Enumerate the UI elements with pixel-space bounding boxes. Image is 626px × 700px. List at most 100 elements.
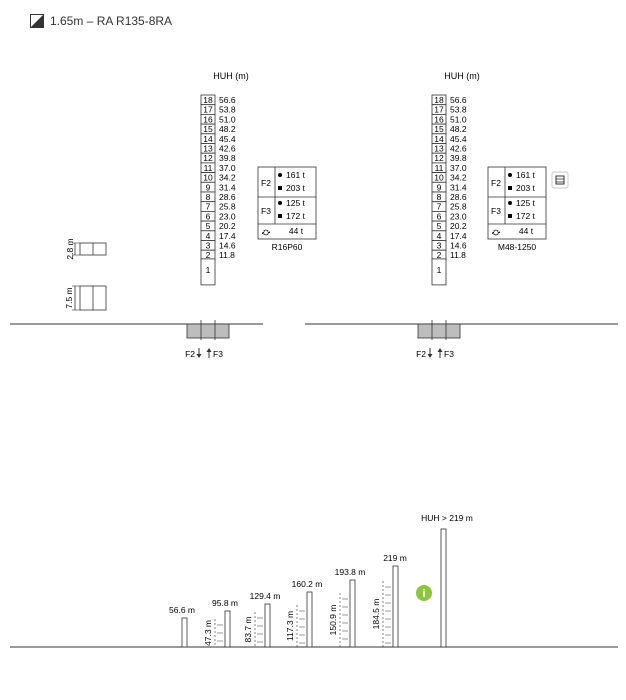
right-level-number: 3 <box>437 241 442 251</box>
left-level-number: 6 <box>206 211 211 221</box>
right-level-number: 7 <box>437 202 442 212</box>
right-huh-label: HUH (m) <box>444 71 480 81</box>
right-square-icon <box>508 186 512 190</box>
left-level-height: 31.4 <box>219 182 236 192</box>
right-level-number: 16 <box>434 114 444 124</box>
left-level-height: 23.0 <box>219 211 236 221</box>
right-level-height: 48.2 <box>450 124 467 134</box>
right-level-height: 20.2 <box>450 221 467 231</box>
left-load-f2-label: F2 <box>261 178 271 188</box>
right-foundation <box>417 323 461 339</box>
right-load-f2-dot: 161 t <box>516 170 536 180</box>
left-square-icon <box>278 214 282 218</box>
left-foundation <box>186 323 230 339</box>
left-dot-icon <box>278 201 282 205</box>
max-height-label: HUH > 219 m <box>421 513 473 523</box>
expand-icon[interactable] <box>551 171 569 189</box>
right-level-number: 9 <box>437 182 442 192</box>
crane-diagonal-icon <box>30 14 44 28</box>
stage-top-label: 193.8 m <box>335 567 366 577</box>
left-force-f2: F2 <box>185 349 195 359</box>
left-arrow-down-head <box>196 354 202 358</box>
left-level-height: 51.0 <box>219 114 236 124</box>
right-arrow-down-head <box>427 354 433 358</box>
dim-lower: 7.5 m <box>64 287 74 308</box>
right-level-height: 25.8 <box>450 202 467 212</box>
right-level-height: 42.6 <box>450 144 467 154</box>
right-load-rot: 44 t <box>519 226 534 236</box>
left-level-height: 11.8 <box>219 250 235 260</box>
left-level-number: 18 <box>203 95 213 105</box>
right-level-height: 17.4 <box>450 231 467 241</box>
stage-top-label: 160.2 m <box>292 579 323 589</box>
left-level-height: 34.2 <box>219 173 236 183</box>
right-level-box-base <box>431 258 447 286</box>
right-force-f2: F2 <box>416 349 426 359</box>
stage-bar <box>224 610 231 648</box>
page-header: 1.65m – RA R135-8RA <box>30 14 172 28</box>
section-dimensions: 2.8 m 7.5 m <box>64 238 107 311</box>
info-icon[interactable]: i <box>416 585 432 601</box>
right-level-number: 8 <box>437 192 442 202</box>
left-load-f2-dot: 161 t <box>286 170 306 180</box>
right-square-icon <box>508 214 512 218</box>
left-level-number: 2 <box>206 250 211 260</box>
left-force-f3: F3 <box>213 349 223 359</box>
left-level-height: 42.6 <box>219 144 236 154</box>
right-level-height: 11.8 <box>450 250 466 260</box>
left-level-number: 14 <box>203 134 213 144</box>
left-level-number: 13 <box>203 144 213 154</box>
right-level-number: 5 <box>437 221 442 231</box>
left-level-number: 17 <box>203 105 213 115</box>
left-level-box-base <box>200 258 216 286</box>
left-level-height: 45.4 <box>219 134 236 144</box>
span-label: 117.3 m <box>285 611 295 641</box>
left-level-number: 8 <box>206 192 211 202</box>
left-load-f3-dot: 125 t <box>286 198 306 208</box>
left-level-number: 5 <box>206 221 211 231</box>
right-rotation-icon: ⛮ <box>492 228 501 237</box>
left-load-f3-label: F3 <box>261 206 271 216</box>
right-level-number: 6 <box>437 211 442 221</box>
right-level-height: 23.0 <box>450 211 467 221</box>
left-level-height: 25.8 <box>219 202 236 212</box>
right-level-height: 28.6 <box>450 192 467 202</box>
left-level-number: 4 <box>206 231 211 241</box>
right-dot-icon <box>508 173 512 177</box>
stage-top-label: 56.6 m <box>169 605 195 615</box>
stage-top-label: 129.4 m <box>250 591 281 601</box>
right-level-height: 53.8 <box>450 105 467 115</box>
left-square-icon <box>278 186 282 190</box>
right-level-number: 4 <box>437 231 442 241</box>
right-level-number: 12 <box>434 153 444 163</box>
stage-top-label: 219 m <box>383 553 407 563</box>
stage-top-label: 95.8 m <box>212 598 238 608</box>
left-load-table <box>257 166 317 240</box>
left-level-height: 56.6 <box>219 95 236 105</box>
left-level-height: 14.6 <box>219 241 236 251</box>
right-level-height: 45.4 <box>450 134 467 144</box>
right-level-number: 10 <box>434 173 444 183</box>
left-level-number: 16 <box>203 114 213 124</box>
stage-bar <box>181 617 188 648</box>
span-label: 150.9 m <box>328 605 338 636</box>
right-dot-icon <box>508 201 512 205</box>
right-model: M48-1250 <box>498 242 537 252</box>
left-level-number: 12 <box>203 153 213 163</box>
right-force-f3: F3 <box>444 349 454 359</box>
right-load-f3-dot: 125 t <box>516 198 536 208</box>
left-level-height: 28.6 <box>219 192 236 202</box>
right-arrow-up-head <box>437 348 443 352</box>
left-level-height: 17.4 <box>219 231 236 241</box>
left-level-number: 7 <box>206 202 211 212</box>
stage-bar <box>392 565 399 648</box>
left-arrow-up-head <box>206 348 212 352</box>
left-load-rot: 44 t <box>289 226 304 236</box>
right-level-number: 13 <box>434 144 444 154</box>
left-level-height: 37.0 <box>219 163 236 173</box>
left-load-f3-square: 172 t <box>286 211 306 221</box>
